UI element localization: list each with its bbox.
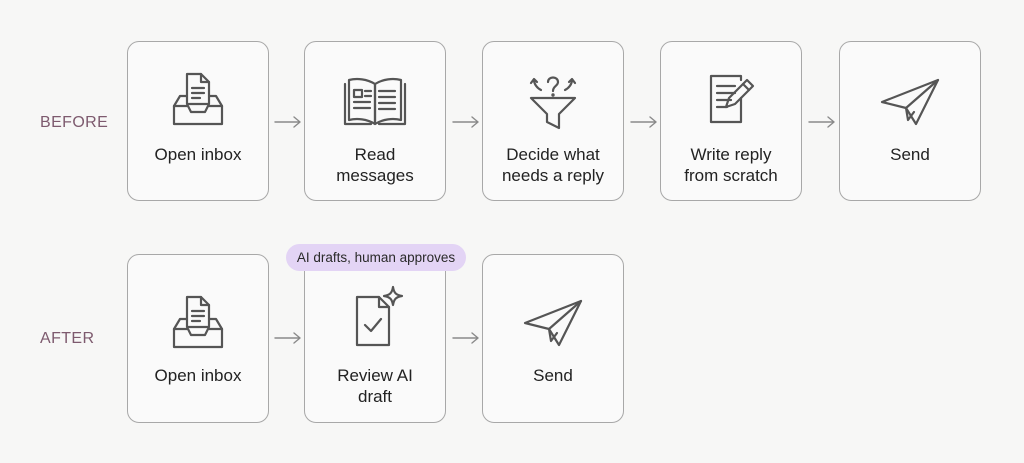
step-card-open-inbox: Open inbox <box>127 41 269 201</box>
step-label: Open inbox <box>154 145 242 164</box>
open-book-icon <box>305 68 445 132</box>
write-document-icon <box>661 68 801 132</box>
ai-draft-check-icon <box>305 285 445 349</box>
step-card-read-messages: Read messages <box>304 41 446 201</box>
step-card-open-inbox: Open inbox <box>127 254 269 423</box>
step-card-write-reply: Write reply from scratch <box>660 41 802 201</box>
inbox-icon <box>128 68 268 132</box>
arrow-right-icon <box>630 116 657 128</box>
arrow-right-icon <box>452 332 479 344</box>
arrow-right-icon <box>274 332 301 344</box>
step-label: Send <box>890 145 930 164</box>
step-card-review-ai-draft: Review AI draft <box>304 254 446 423</box>
arrow-right-icon <box>808 116 835 128</box>
arrow-right-icon <box>452 116 479 128</box>
step-card-decide: Decide what needs a reply <box>482 41 624 201</box>
before-row-label: BEFORE <box>40 114 109 131</box>
ai-drafts-badge: AI drafts, human approves <box>286 244 466 271</box>
step-label: Send <box>533 366 573 385</box>
step-label: Open inbox <box>154 366 242 385</box>
step-card-send: Send <box>482 254 624 423</box>
inbox-icon <box>128 291 268 355</box>
funnel-decision-icon <box>483 68 623 132</box>
step-label: Review AI draft <box>337 366 413 406</box>
step-label: Write reply from scratch <box>684 145 778 185</box>
arrow-right-icon <box>274 116 301 128</box>
after-row-label: AFTER <box>40 330 95 347</box>
paper-plane-icon <box>840 68 980 132</box>
paper-plane-icon <box>483 289 623 353</box>
step-card-send: Send <box>839 41 981 201</box>
step-label: Read messages <box>336 145 414 185</box>
step-label: Decide what needs a reply <box>501 145 605 185</box>
